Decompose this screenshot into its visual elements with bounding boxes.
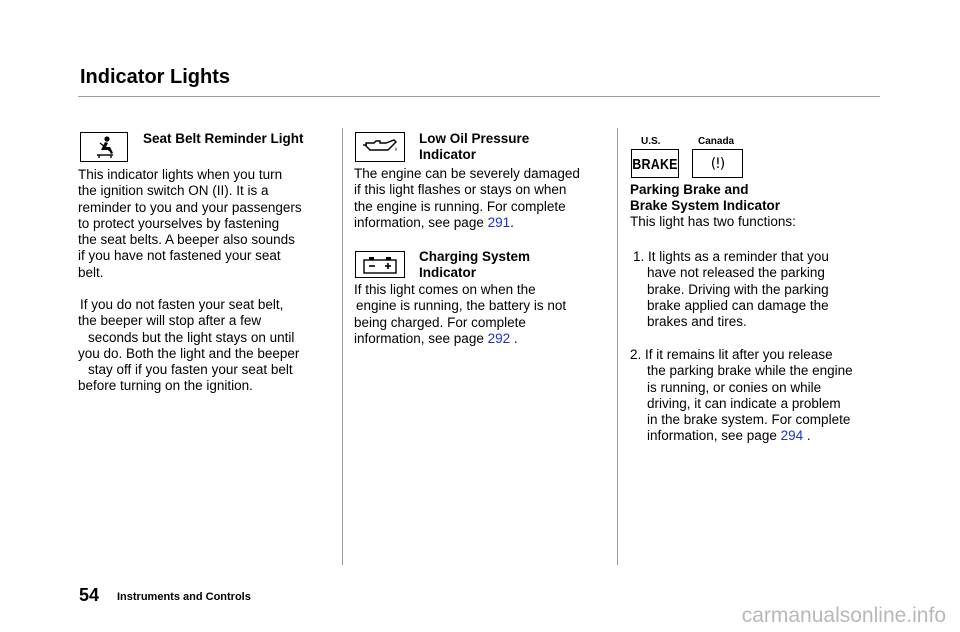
text-line: if you have not fastened your seat <box>78 248 281 264</box>
ref-suffix: . <box>510 214 514 230</box>
text-line: brakes and tires. <box>647 314 747 330</box>
ref-prefix: information, see page <box>354 214 484 230</box>
text-line: the beeper will stop after a few <box>78 313 262 329</box>
brake-heading: Parking Brake and Brake System Indicator <box>630 182 780 214</box>
ref-prefix: information, see page <box>647 428 777 444</box>
seatbelt-person-icon <box>80 132 128 162</box>
seatbelt-paragraph-1: This indicator lights when you turn the … <box>78 167 340 281</box>
ref-suffix: . <box>806 428 811 444</box>
oil-heading: Low Oil Pressure Indicator <box>419 131 529 163</box>
text-line: If this light comes on when the <box>354 282 536 297</box>
text-line: is running, or conies on while <box>647 379 822 395</box>
us-label: U.S. <box>641 136 661 147</box>
ref-prefix: information, see page <box>354 330 484 346</box>
text-line: stay off if you fasten your seat belt <box>88 362 293 378</box>
brake-intro: This light has two functions: <box>630 214 796 229</box>
brake-heading-line-1: Parking Brake and <box>630 182 749 197</box>
text-line: 1. It lights as a reminder that you <box>633 249 829 264</box>
oil-heading-line-1: Low Oil Pressure <box>419 131 530 146</box>
text-line: the parking brake while the engine <box>647 363 853 379</box>
text-line: information, see page 294 . <box>630 428 888 444</box>
text-line: the engine is running. For complete <box>354 198 566 214</box>
watermark: carmanualsonline.info <box>741 604 946 627</box>
text-line: being charged. For complete <box>354 314 526 330</box>
text-line: in the brake system. For complete <box>647 412 851 428</box>
canada-label: Canada <box>698 136 735 147</box>
page-link-294[interactable]: 294 <box>780 428 804 444</box>
canada-brake-symbol: (!) <box>710 155 726 172</box>
seatbelt-heading: Seat Belt Reminder Light <box>143 131 304 146</box>
ref-suffix: . <box>513 330 518 346</box>
text-line: engine is running, the battery is not <box>356 298 567 314</box>
battery-icon <box>355 251 405 278</box>
text-line: brake applied can damage the <box>647 297 829 313</box>
text-line: seconds but the light stays on until <box>88 329 295 345</box>
page-link-291[interactable]: 291 <box>487 214 511 230</box>
page-title: Indicator Lights <box>80 66 230 88</box>
oil-can-icon <box>355 132 405 162</box>
charging-heading-line-1: Charging System <box>419 249 531 264</box>
text-line: information, see page 292 . <box>354 331 616 347</box>
charging-paragraph: If this light comes on when the engine i… <box>354 282 616 347</box>
text-line: This indicator lights when you turn <box>78 167 283 182</box>
oil-paragraph: The engine can be severely damaged if th… <box>354 166 616 231</box>
text-line: The engine can be severely damaged <box>354 166 580 181</box>
text-line: belt. <box>78 264 104 280</box>
page-link-292[interactable]: 292 <box>487 330 511 346</box>
brake-warning-icon: BRAKE <box>631 149 679 178</box>
brake-item-1: 1. It lights as a reminder that you have… <box>633 249 883 330</box>
canada-brake-warning-icon: (!) <box>692 149 743 178</box>
seatbelt-paragraph-2: If you do not fasten your seat belt, the… <box>78 297 340 395</box>
title-divider <box>78 96 880 97</box>
oil-heading-line-2: Indicator <box>419 147 477 162</box>
column-divider-2 <box>617 128 618 565</box>
brake-icon-text: BRAKE <box>632 155 678 172</box>
column-divider-1 <box>342 128 343 565</box>
text-line: 2. If it remains lit after you release <box>630 347 833 362</box>
text-line: before turning on the ignition. <box>78 378 253 394</box>
text-line: have not released the parking <box>647 265 825 281</box>
section-footer: Instruments and Controls <box>117 591 251 603</box>
text-line: reminder to you and your passengers <box>78 199 302 215</box>
text-line: to protect yourselves by fastening <box>78 215 280 231</box>
brake-heading-line-2: Brake System Indicator <box>630 198 781 213</box>
text-line: you do. Both the light and the beeper <box>78 345 300 361</box>
charging-heading: Charging System Indicator <box>419 249 530 281</box>
text-line: If you do not fasten your seat belt, <box>80 297 284 312</box>
page-number: 54 <box>79 585 100 605</box>
text-line: driving, it can indicate a problem <box>647 395 841 411</box>
charging-heading-line-2: Indicator <box>419 265 477 280</box>
text-line: the seat belts. A beeper also sounds <box>78 232 295 248</box>
brake-item-2: 2. If it remains lit after you release t… <box>630 347 888 445</box>
text-line: brake. Driving with the parking <box>647 281 829 297</box>
text-line: information, see page 291. <box>354 215 616 231</box>
text-line: the ignition switch ON (II). It is a <box>78 183 269 199</box>
text-line: if this light flashes or stays on when <box>354 182 567 198</box>
